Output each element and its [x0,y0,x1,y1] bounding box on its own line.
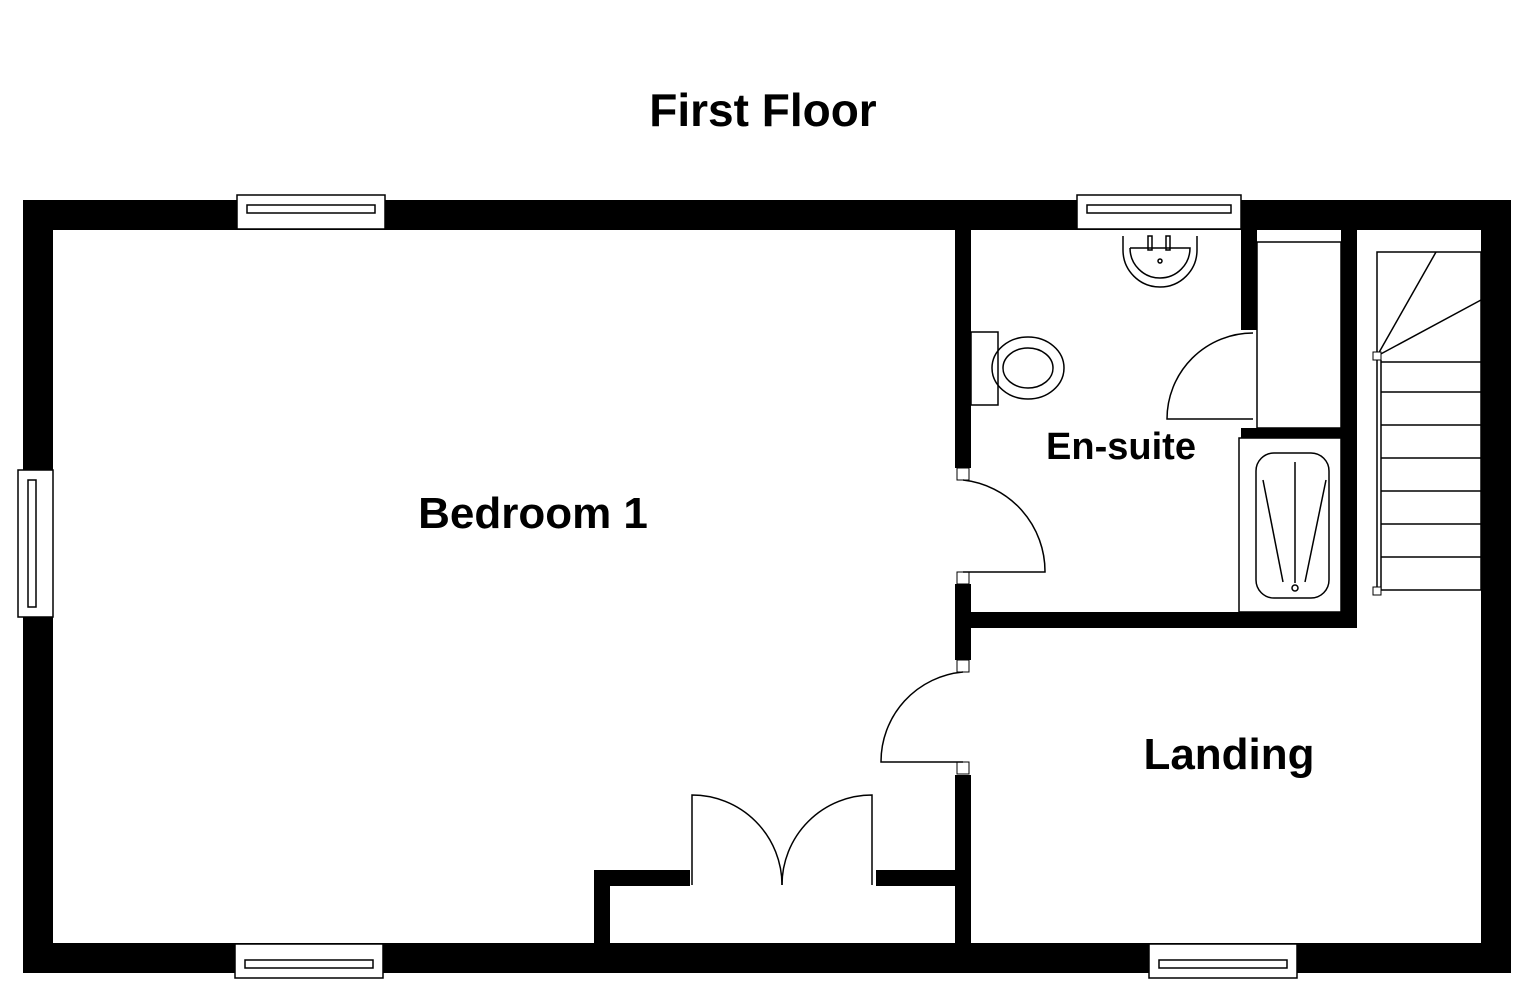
wardrobe-door-right [781,794,873,886]
room-label-landing: Landing [1143,730,1314,779]
door-ensuite-cupboard [1166,332,1254,420]
door-jambs [956,467,970,775]
floor-title: First Floor [649,84,877,136]
toilet-icon [970,331,1065,406]
internal-walls [594,230,1357,945]
window-bedroom-bottom [234,943,384,979]
wardrobe-door-left [691,794,783,886]
window-landing-bottom [1148,943,1298,979]
window-ensuite-top [1076,194,1242,230]
door-ensuite-from-bedroom [962,479,1046,573]
window-bedroom-top [236,194,386,230]
room-label-ensuite: En-suite [1046,426,1196,468]
window-bedroom-left [17,469,54,618]
doors [691,332,1254,886]
staircase [1372,251,1482,596]
door-bedroom-from-landing [880,671,964,763]
ensuite-fixtures [970,235,1342,613]
outer-walls [23,200,1511,973]
bath-icon [1238,437,1342,613]
windows [17,194,1298,979]
room-label-bedroom: Bedroom 1 [418,489,648,538]
sink-icon [1122,235,1198,288]
